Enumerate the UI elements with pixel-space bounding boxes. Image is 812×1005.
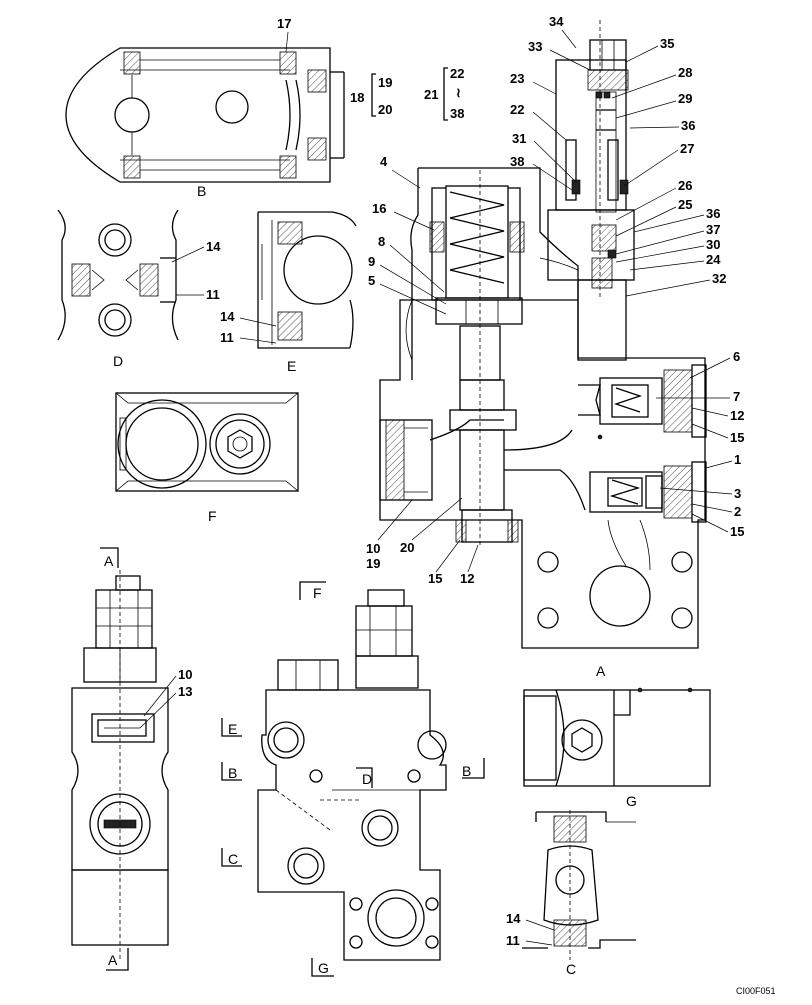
view-f-section	[115, 392, 299, 492]
section-mark-d: D	[362, 771, 372, 787]
view-c-section	[522, 810, 636, 960]
part-2-label: 2	[734, 504, 741, 519]
kit-18-item-20: 20	[378, 102, 392, 117]
part-1-label: 1	[734, 452, 741, 467]
part-10-label-a: 10	[366, 541, 380, 556]
part-5-label: 5	[368, 273, 375, 288]
part-16-label: 16	[372, 201, 386, 216]
part-15-label-a-base: 15	[428, 571, 442, 586]
view-a-title: A	[596, 663, 606, 679]
part-15-label-a-bottom: 15	[730, 524, 744, 539]
part-12-label-a: 12	[730, 408, 744, 423]
front-view	[257, 589, 447, 961]
view-g-title: G	[626, 793, 637, 809]
part-11-label-e: 11	[220, 330, 234, 345]
view-b-section	[65, 47, 345, 183]
part-37-label: 37	[706, 222, 720, 237]
view-c-title: C	[566, 961, 576, 977]
part-20-label: 20	[400, 540, 414, 555]
part-14-label-d: 14	[206, 239, 221, 254]
view-e-section	[257, 211, 357, 349]
section-mark-e: E	[228, 721, 237, 737]
part-36-label-mid: 36	[706, 206, 720, 221]
part-9-label: 9	[368, 254, 375, 269]
kit-21-parent: 21	[424, 87, 438, 102]
section-mark-a-top: A	[104, 553, 114, 569]
part-11-label-d: 11	[206, 287, 220, 302]
part-25-label: 25	[678, 197, 692, 212]
part-17-label: 17	[277, 16, 291, 31]
section-mark-b-right: B	[462, 763, 471, 779]
part-11-label-c: 11	[506, 933, 520, 948]
view-b-title: B	[197, 183, 206, 199]
part-7-label: 7	[733, 389, 740, 404]
view-g-section	[523, 687, 711, 787]
view-a-section	[379, 20, 707, 649]
part-30-label: 30	[706, 237, 720, 252]
part-14-label-c: 14	[506, 911, 521, 926]
kit-18-item-19: 19	[378, 75, 392, 90]
section-mark-b-left: B	[228, 765, 237, 781]
kit-21-range-symbol: ≀	[456, 85, 461, 100]
view-d-title: D	[113, 353, 123, 369]
part-8-label: 8	[378, 234, 385, 249]
section-mark-f: F	[313, 585, 322, 601]
part-13-label: 13	[178, 684, 192, 699]
part-19-label: 19	[366, 556, 380, 571]
part-36-label-top: 36	[681, 118, 695, 133]
part-22-label: 22	[510, 102, 524, 117]
part-23-label: 23	[510, 71, 524, 86]
part-29-label: 29	[678, 91, 692, 106]
part-35-label: 35	[660, 36, 674, 51]
part-15-label-a-top: 15	[730, 430, 744, 445]
drawing-code: CI00F051	[736, 986, 776, 996]
part-33-label: 33	[528, 39, 542, 54]
part-38-label: 38	[510, 154, 524, 169]
part-3-label: 3	[734, 486, 741, 501]
section-mark-a-bottom: A	[108, 952, 118, 968]
part-31-label: 31	[512, 131, 526, 146]
part-34-label: 34	[549, 14, 564, 29]
part-28-label: 28	[678, 65, 692, 80]
part-24-label: 24	[706, 252, 721, 267]
kit-legend: 18 19 20 21 22 ≀ 38	[350, 66, 464, 121]
part-14-label-e: 14	[220, 309, 235, 324]
part-27-label: 27	[680, 141, 694, 156]
part-6-label: 6	[733, 349, 740, 364]
side-view	[71, 570, 169, 960]
part-32-label: 32	[712, 271, 726, 286]
section-mark-c: C	[228, 851, 238, 867]
view-e-title: E	[287, 358, 296, 374]
kit-21-range-start: 22	[450, 66, 464, 81]
kit-21-range-end: 38	[450, 106, 464, 121]
part-4-label: 4	[380, 154, 388, 169]
kit-18-parent: 18	[350, 90, 364, 105]
part-26-label: 26	[678, 178, 692, 193]
view-f-title: F	[208, 508, 217, 524]
view-d-section	[57, 209, 179, 341]
part-10-label-side: 10	[178, 667, 192, 682]
section-mark-g: G	[318, 960, 329, 976]
part-12-label-a-base: 12	[460, 571, 474, 586]
